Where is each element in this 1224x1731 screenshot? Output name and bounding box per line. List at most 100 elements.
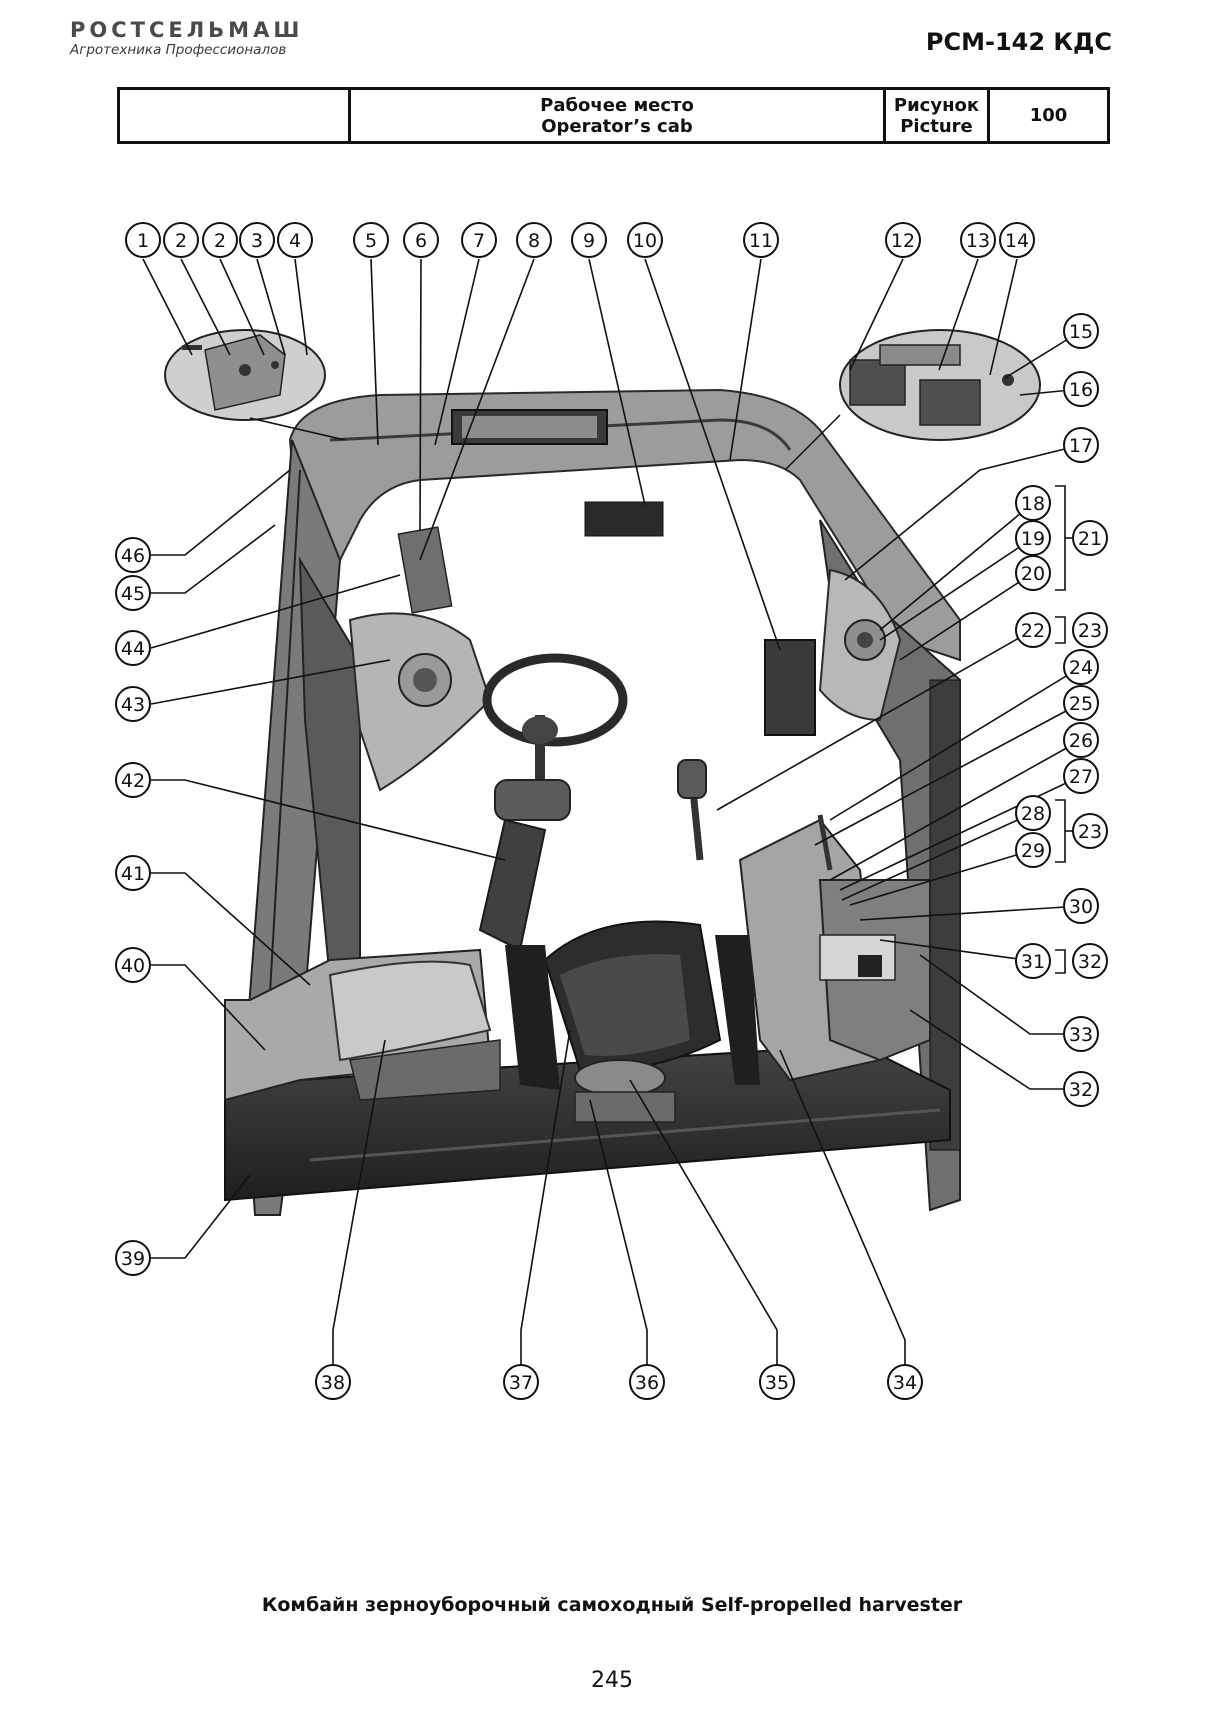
right-pillar-console: [818, 568, 902, 722]
callout-number: 12: [891, 230, 915, 252]
callout-number: 8: [528, 230, 540, 252]
callout-circle: [885, 222, 921, 258]
callout-number: 38: [321, 1372, 345, 1394]
callout-number: 18: [1021, 493, 1045, 515]
picture-label-en: Picture: [900, 115, 973, 137]
callout-circle: [999, 222, 1035, 258]
callout-43: 43: [115, 686, 151, 722]
callout-7: 7: [461, 222, 497, 258]
callout-circle: [115, 1240, 151, 1276]
callout-circle: [1063, 427, 1099, 463]
callout-number: 23: [1078, 821, 1102, 843]
callout-44: 44: [115, 630, 151, 666]
callout-number: 2: [214, 230, 226, 252]
callout-21: 21: [1072, 520, 1108, 556]
callout-number: 9: [583, 230, 595, 252]
callout-23: 23: [1072, 813, 1108, 849]
callout-circle: [1072, 520, 1108, 556]
callout-41: 41: [115, 855, 151, 891]
callout-15: 15: [1063, 313, 1099, 349]
callout-circle: [571, 222, 607, 258]
callout-30: 30: [1063, 888, 1099, 924]
callout-33: 33: [1063, 1016, 1099, 1052]
callout-circle: [461, 222, 497, 258]
callout-number: 19: [1021, 528, 1045, 550]
steering-wheel: [478, 653, 628, 952]
callout-17: 17: [1063, 427, 1099, 463]
callout-circle: [1015, 832, 1051, 868]
callout-circle: [115, 575, 151, 611]
callout-4: 4: [277, 222, 313, 258]
callout-circle: [1063, 685, 1099, 721]
callout-number: 1: [137, 230, 149, 252]
callout-5: 5: [353, 222, 389, 258]
callout-circle: [503, 1364, 539, 1400]
callout-number: 27: [1069, 766, 1093, 788]
callout-number: 11: [749, 230, 773, 252]
callout-circle: [277, 222, 313, 258]
right-console: [677, 639, 931, 1082]
callout-number: 29: [1021, 840, 1045, 862]
callout-6: 6: [403, 222, 439, 258]
callout-number: 43: [121, 694, 145, 716]
callout-14: 14: [999, 222, 1035, 258]
callout-number: 3: [251, 230, 263, 252]
logo-wordmark: РОСТСЕЛЬМАШ: [70, 18, 304, 42]
callout-25: 25: [1063, 685, 1099, 721]
callout-11: 11: [743, 222, 779, 258]
callout-number: 13: [966, 230, 990, 252]
callout-2: 2: [163, 222, 199, 258]
callout-circle: [202, 222, 238, 258]
callout-18: 18: [1015, 485, 1051, 521]
operator-seat: [505, 920, 760, 1123]
callout-circle: [743, 222, 779, 258]
left-console: [348, 526, 492, 792]
callout-number: 41: [121, 863, 145, 885]
callout-number: 20: [1021, 563, 1045, 585]
picture-number: 100: [1029, 105, 1068, 126]
callout-circle: [1063, 1016, 1099, 1052]
callout-number: 22: [1021, 620, 1045, 642]
title-block: Рабочее место Operator’s cab Рисунок Pic…: [117, 87, 1110, 144]
callout-circle: [629, 1364, 665, 1400]
callout-number: 10: [633, 230, 657, 252]
callout-8: 8: [516, 222, 552, 258]
callout-number: 32: [1069, 1079, 1093, 1101]
callout-number: 40: [121, 955, 145, 977]
callout-number: 33: [1069, 1024, 1093, 1046]
callout-number: 32: [1078, 951, 1102, 973]
callout-number: 46: [121, 545, 145, 567]
callout-number: 7: [473, 230, 485, 252]
callout-number: 15: [1069, 321, 1093, 343]
callout-circle: [516, 222, 552, 258]
callout-number: 14: [1005, 230, 1029, 252]
callout-circle: [1072, 813, 1108, 849]
title-ru: Рабочее место: [540, 94, 694, 116]
callout-20: 20: [1015, 555, 1051, 591]
callout-12: 12: [885, 222, 921, 258]
inset-left-leader: [249, 417, 346, 441]
callout-circle: [115, 686, 151, 722]
callout-28: 28: [1015, 795, 1051, 831]
callout-circle: [239, 222, 275, 258]
callout-circle: [1063, 1071, 1099, 1107]
callout-number: 5: [365, 230, 377, 252]
callout-circle: [1072, 612, 1108, 648]
callout-number: 23: [1078, 620, 1102, 642]
callout-circle: [627, 222, 663, 258]
model-code: РСМ-142 КДС: [925, 28, 1112, 56]
callout-number: 35: [765, 1372, 789, 1394]
callout-circle: [1063, 313, 1099, 349]
callout-circle: [115, 762, 151, 798]
callout-46: 46: [115, 537, 151, 573]
callout-circle: [163, 222, 199, 258]
inset-right-detail: [839, 329, 1041, 441]
title-block-picture-label-cell: Рисунок Picture: [886, 90, 990, 141]
callout-number: 21: [1078, 528, 1102, 550]
callout-circle: [1015, 943, 1051, 979]
callout-16: 16: [1063, 371, 1099, 407]
callout-22: 22: [1015, 612, 1051, 648]
callout-31: 31: [1015, 943, 1051, 979]
callout-42: 42: [115, 762, 151, 798]
